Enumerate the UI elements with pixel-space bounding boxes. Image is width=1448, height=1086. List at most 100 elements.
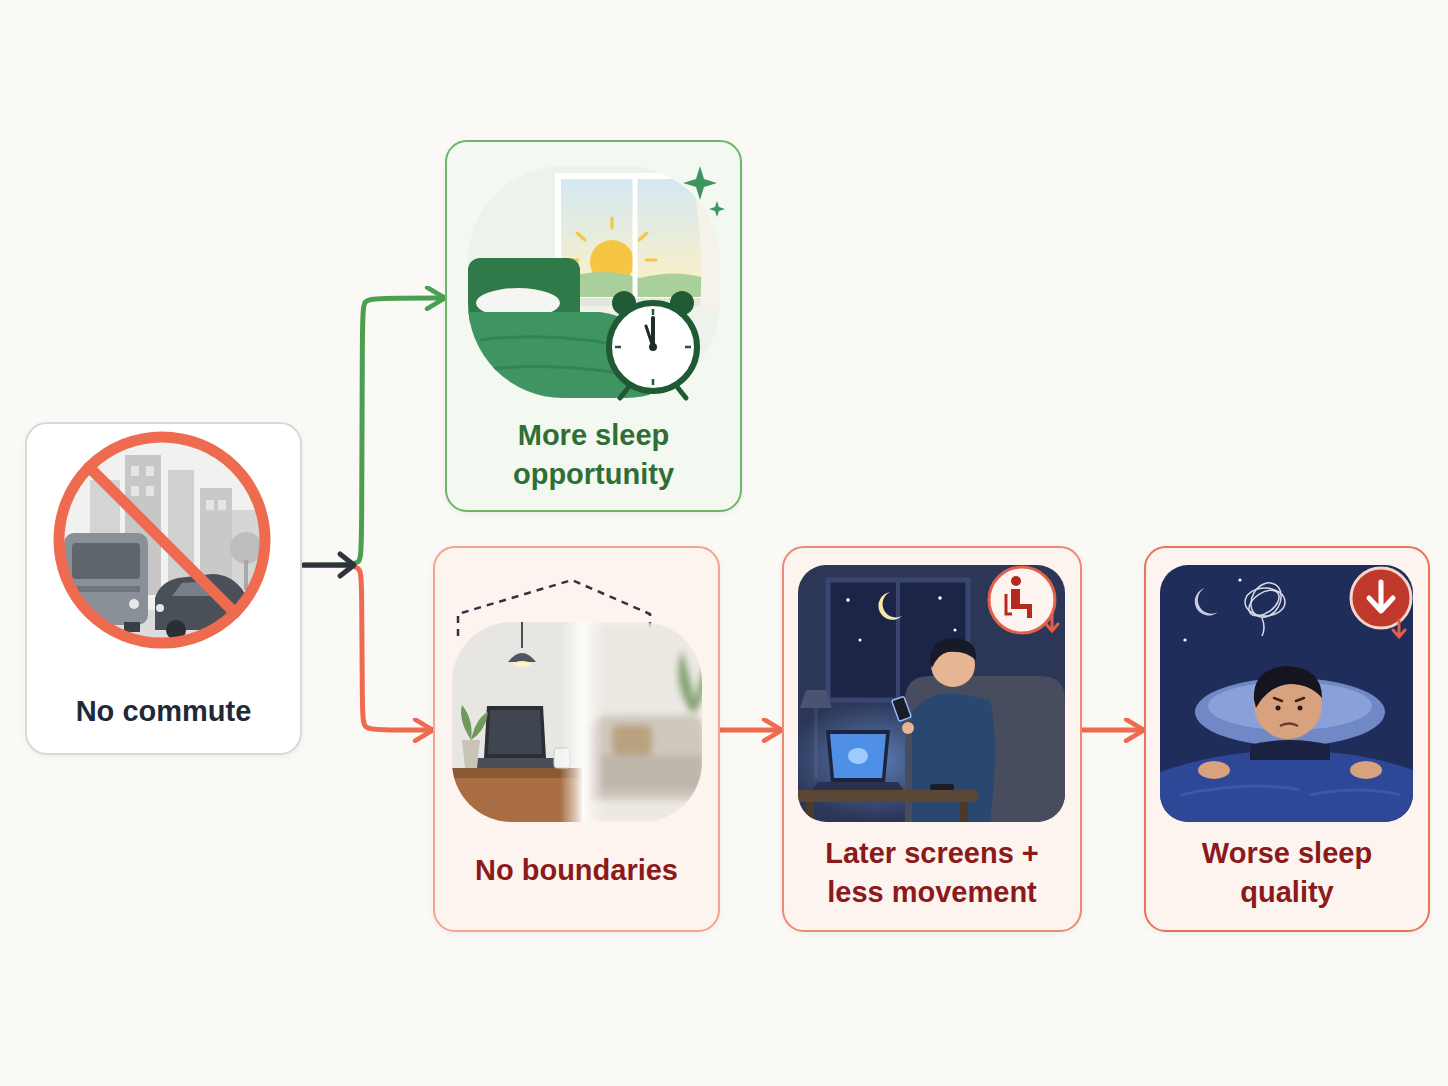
alarm-clock: [612, 291, 636, 315]
alarm-clock: [670, 291, 694, 315]
night-screen-scene: [846, 598, 850, 602]
bedroom-sunrise: [468, 312, 650, 398]
blurred-home-office: [452, 768, 582, 778]
night-screen-scene: [826, 730, 890, 782]
city-scene: [64, 533, 148, 625]
outcome-box: Worse sleep quality: [1144, 546, 1430, 932]
alarm-clock: [615, 346, 621, 349]
restless-sleeper: [1208, 682, 1372, 730]
city-scene: [146, 466, 154, 476]
less-movement-badge: [1006, 594, 1012, 614]
restless-sleeper: [1160, 565, 1413, 822]
sparkle: [683, 166, 717, 200]
city-scene: [244, 560, 248, 590]
prohibition-slash: [89, 467, 235, 613]
city-scene: [206, 500, 214, 510]
restless-sleeper: [1350, 761, 1382, 779]
node-label: No boundaries: [475, 851, 678, 890]
night-screen-scene: [848, 748, 868, 764]
restless-sleeper: [1254, 666, 1322, 708]
night-screen-scene: [892, 696, 912, 721]
city-scene: [146, 486, 154, 496]
city-scene: [55, 610, 270, 650]
city-scene: [73, 599, 83, 609]
city-scene: [90, 480, 120, 590]
node-label: Later screens + less movement: [800, 834, 1064, 912]
restless-sleeper: [1160, 565, 1413, 822]
night-screen-scene: [859, 639, 862, 642]
flow-arrow: [720, 728, 782, 733]
blurred-home-office: [508, 653, 536, 662]
city-scene: [124, 622, 140, 632]
bedroom-sunrise: [468, 166, 720, 398]
blurred-home-office: [488, 710, 542, 754]
city-scene: [129, 599, 139, 609]
blurred-home-office: [612, 725, 652, 755]
night-screen-scene: [902, 722, 914, 734]
night-screen-scene: [806, 802, 814, 822]
night-screen-scene: [930, 784, 954, 790]
bedroom-sunrise: [577, 233, 585, 240]
decline-badge: [1351, 568, 1411, 637]
less-movement-badge: [1011, 576, 1021, 586]
decline-badge: [1351, 568, 1411, 628]
benefit-box: More sleep opportunity: [445, 140, 742, 512]
city-scene: [172, 581, 222, 596]
restless-sleeper: [1276, 706, 1281, 711]
night-screen-scene: [812, 782, 904, 790]
bedroom-sunrise: [568, 218, 656, 260]
restless-sleeper: [1183, 638, 1186, 641]
flow-arrow: [1082, 728, 1144, 733]
blurred-home-office: [582, 622, 702, 822]
blurred-home-office: [513, 661, 531, 667]
alarm-clock: [620, 388, 628, 398]
restless-sleeper: [1244, 577, 1287, 636]
process-box: No boundaries: [433, 546, 720, 932]
decline-badge: [1369, 582, 1393, 611]
alarm-clock: [685, 346, 691, 349]
alarm-clock: [651, 318, 655, 347]
restless-sleeper: [1245, 577, 1287, 622]
process-box: Later screens + less movement: [782, 546, 1082, 932]
night-screen-scene: [931, 643, 975, 687]
flow-arrow: [302, 565, 433, 730]
start-box: No commute: [25, 422, 302, 755]
blurred-home-office: [678, 650, 703, 712]
night-screen-scene: [905, 705, 945, 735]
restless-sleeper: [1238, 578, 1241, 581]
less-movement-badge: [1046, 614, 1058, 631]
night-screen-scene: [798, 565, 1065, 822]
city-scene: [166, 620, 186, 640]
restless-sleeper: [1195, 678, 1385, 746]
city-scene: [125, 455, 161, 595]
node-label: More sleep opportunity: [463, 416, 724, 494]
blurred-home-office: [452, 622, 582, 822]
alarm-clock: [609, 303, 697, 391]
blurred-home-office: [600, 755, 702, 790]
bedroom-sunrise: [558, 176, 712, 300]
bedroom-sunrise: [639, 233, 647, 240]
city-scene: [131, 466, 139, 476]
less-movement-badge: [989, 567, 1055, 633]
alarm-clock: [609, 291, 697, 398]
bedroom-sunrise: [590, 240, 634, 284]
city-scene: [72, 586, 140, 592]
blurred-home-office: [452, 622, 582, 822]
restless-sleeper: [1195, 588, 1218, 615]
restless-sleeper: [1180, 786, 1400, 795]
restless-sleeper: [1160, 751, 1413, 822]
bedroom-sunrise: [560, 272, 710, 298]
node-label: No commute: [76, 692, 252, 731]
bedroom-sunrise: [480, 337, 640, 350]
city-scene: [230, 532, 262, 564]
less-movement-badge: [1011, 589, 1032, 618]
node-label: Worse sleep quality: [1162, 834, 1412, 912]
bedroom-sunrise: [690, 170, 720, 310]
night-screen-scene: [912, 693, 995, 822]
night-screen-scene: [896, 580, 900, 700]
junction-arrow: [304, 554, 354, 576]
sparkle: [709, 201, 725, 217]
blurred-home-office: [554, 748, 570, 768]
flow-arrow: [302, 298, 445, 565]
city-scene: [168, 470, 194, 590]
